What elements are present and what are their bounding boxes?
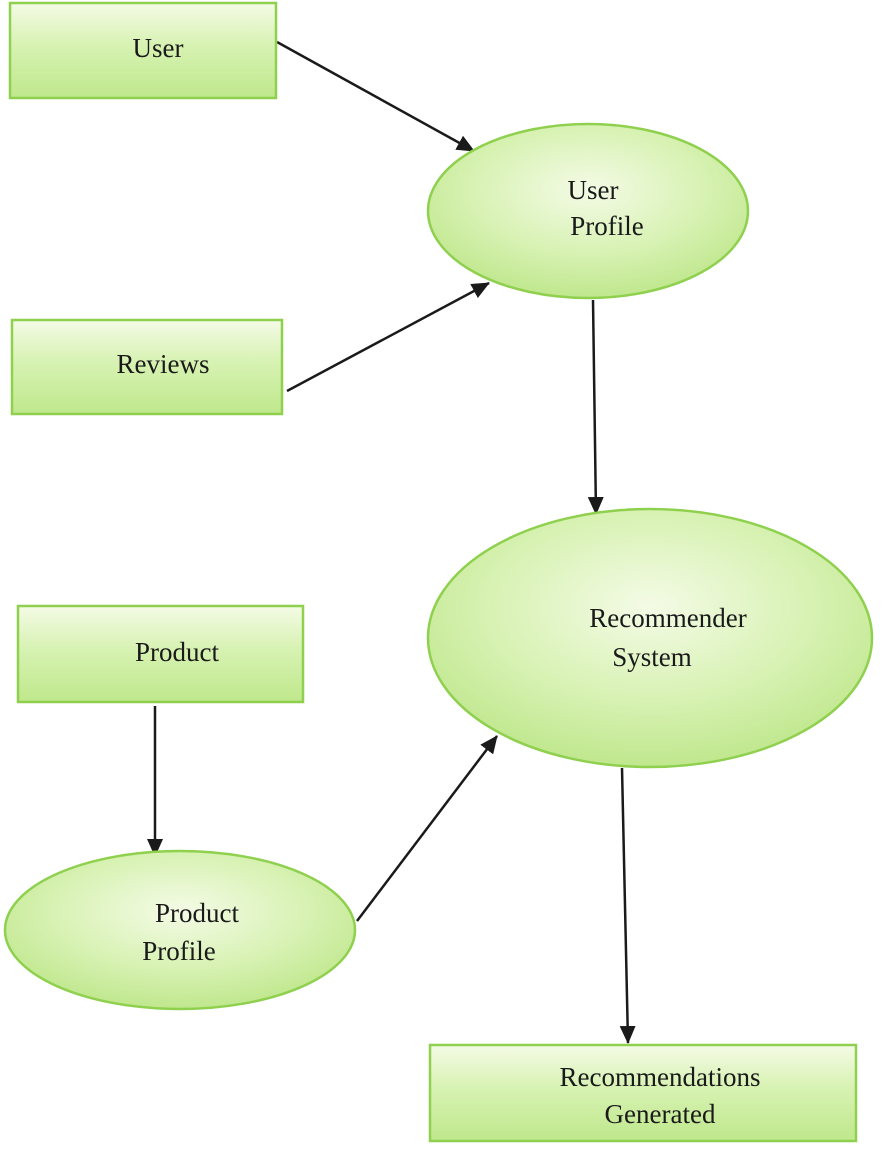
svg-text:Recommender: Recommender xyxy=(589,603,746,633)
node-product-label: Product xyxy=(135,637,219,667)
node-recommendations-generated: Recommendations Generated xyxy=(428,1043,858,1143)
svg-text:Recommendations: Recommendations xyxy=(560,1062,761,1092)
node-user-profile-line-1: User xyxy=(568,175,619,205)
svg-text:Generated: Generated xyxy=(605,1099,716,1129)
node-reviews: Reviews xyxy=(10,318,284,416)
node-recommender-system: Recommender System xyxy=(426,507,874,769)
node-user-label: User xyxy=(133,33,184,63)
edge-user-profile-to-recommender-system xyxy=(587,299,604,515)
node-product: Product xyxy=(16,604,305,704)
node-product-profile-line-2: Profile xyxy=(142,936,216,966)
edges xyxy=(147,40,636,1044)
svg-text:Product: Product xyxy=(155,898,239,928)
node-recommender-system-line-1: Recommender xyxy=(589,603,746,633)
edge-user-to-user-profile xyxy=(276,40,475,153)
node-user-profile-line-2: Profile xyxy=(570,211,644,241)
node-recommendations-generated-line-2: Generated xyxy=(605,1099,716,1129)
svg-text:User: User xyxy=(133,33,184,63)
svg-text:User: User xyxy=(568,175,619,205)
svg-text:Profile: Profile xyxy=(570,211,644,241)
svg-text:Reviews: Reviews xyxy=(117,349,210,379)
node-user: User xyxy=(8,1,278,100)
node-product-profile-line-1: Product xyxy=(155,898,239,928)
node-recommendations-generated-line-1: Recommendations xyxy=(560,1062,761,1092)
node-product-profile: Product Profile xyxy=(3,849,357,1011)
svg-text:Profile: Profile xyxy=(142,936,216,966)
edge-reviews-to-user-profile xyxy=(286,281,490,393)
svg-text:Product: Product xyxy=(135,637,219,667)
edge-recommender-system-to-recommendations-generated xyxy=(619,767,636,1044)
node-recommender-system-line-2: System xyxy=(612,642,692,672)
node-user-profile: User Profile xyxy=(426,122,750,300)
svg-text:System: System xyxy=(612,642,692,672)
edge-product-profile-to-recommender-system xyxy=(356,735,498,922)
node-reviews-label: Reviews xyxy=(117,349,210,379)
